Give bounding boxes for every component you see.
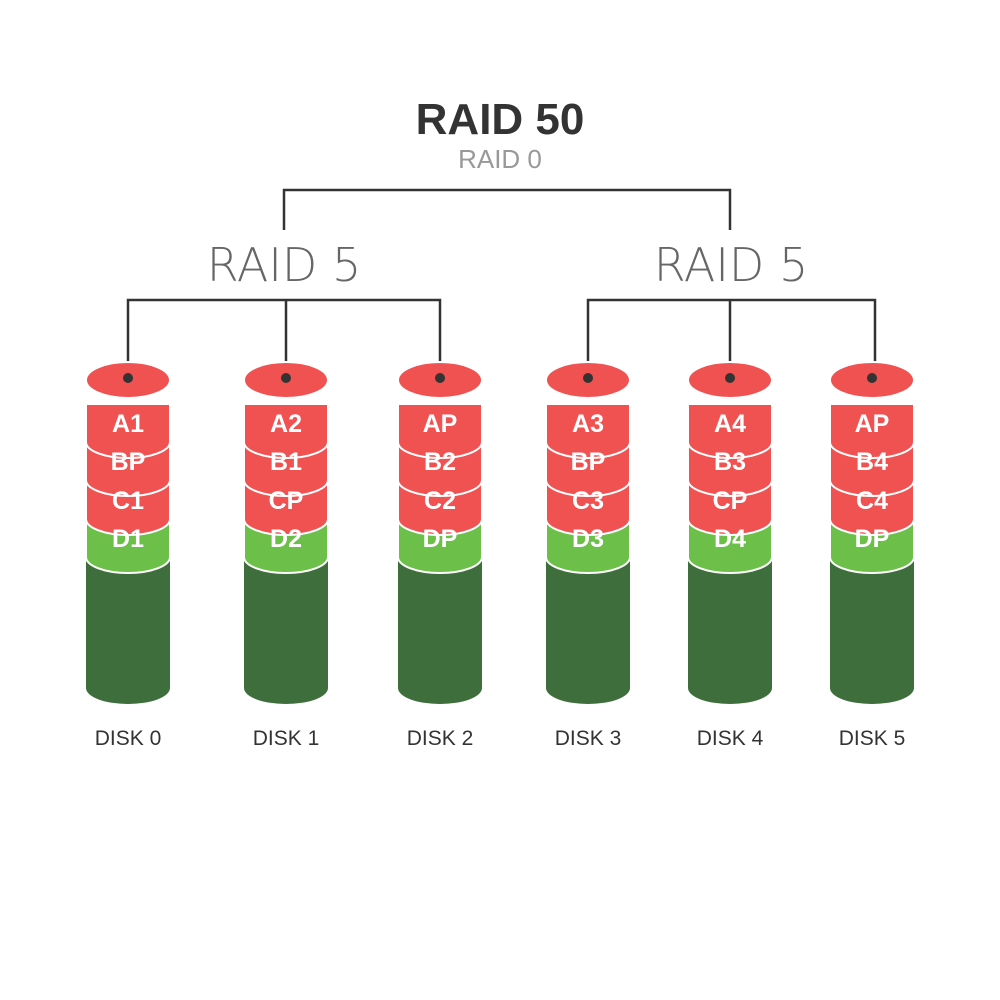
block-label: BP (111, 448, 146, 476)
connector-dot (725, 373, 735, 383)
block-label: B1 (270, 448, 302, 476)
disk-label: DISK 3 (555, 727, 622, 750)
connector-dot (123, 373, 133, 383)
block-label: C2 (424, 487, 456, 515)
block-label: D4 (714, 525, 746, 553)
group-label-left: RAID 5 (207, 238, 361, 292)
disk-body (546, 557, 630, 704)
data-block (243, 403, 329, 459)
connector-dot (583, 373, 593, 383)
diagram-title: RAID 50 (416, 95, 585, 144)
block-label: CP (269, 487, 304, 515)
group-label-right: RAID 5 (654, 238, 808, 292)
disk-label: DISK 5 (839, 727, 906, 750)
block-label: A3 (572, 410, 604, 438)
connector-dot (435, 373, 445, 383)
data-block (687, 403, 773, 459)
disk-body (830, 557, 914, 704)
block-label: D1 (112, 525, 144, 553)
block-label: BP (571, 448, 606, 476)
data-block (829, 403, 915, 459)
block-label: AP (423, 410, 458, 438)
block-label: DP (423, 525, 458, 553)
connector-dot (281, 373, 291, 383)
block-label: D2 (270, 525, 302, 553)
block-label: B3 (714, 448, 746, 476)
block-label: D3 (572, 525, 604, 553)
raid0-bracket (282, 188, 732, 230)
disk-label: DISK 0 (95, 727, 162, 750)
connector-dot (867, 373, 877, 383)
disk-label: DISK 2 (407, 727, 474, 750)
raid0-connector (282, 188, 732, 230)
disk-body (398, 557, 482, 704)
data-block (545, 403, 631, 459)
disk-body (86, 557, 170, 704)
block-label: C3 (572, 487, 604, 515)
disk-body (688, 557, 772, 704)
disk-body (244, 557, 328, 704)
block-label: AP (855, 410, 890, 438)
data-block (85, 403, 171, 459)
block-label: B2 (424, 448, 456, 476)
block-label: B4 (856, 448, 888, 476)
diagram-subtitle: RAID 0 (458, 144, 542, 174)
block-label: DP (855, 525, 890, 553)
block-label: A2 (270, 410, 302, 438)
disk-label: DISK 4 (697, 727, 764, 750)
block-label: CP (713, 487, 748, 515)
block-label: C4 (856, 487, 888, 515)
block-label: C1 (112, 487, 144, 515)
block-label: A1 (112, 410, 144, 438)
raid5-connectors (126, 298, 877, 378)
disk-label: DISK 1 (253, 727, 320, 750)
data-block (397, 403, 483, 459)
block-label: A4 (714, 410, 746, 438)
